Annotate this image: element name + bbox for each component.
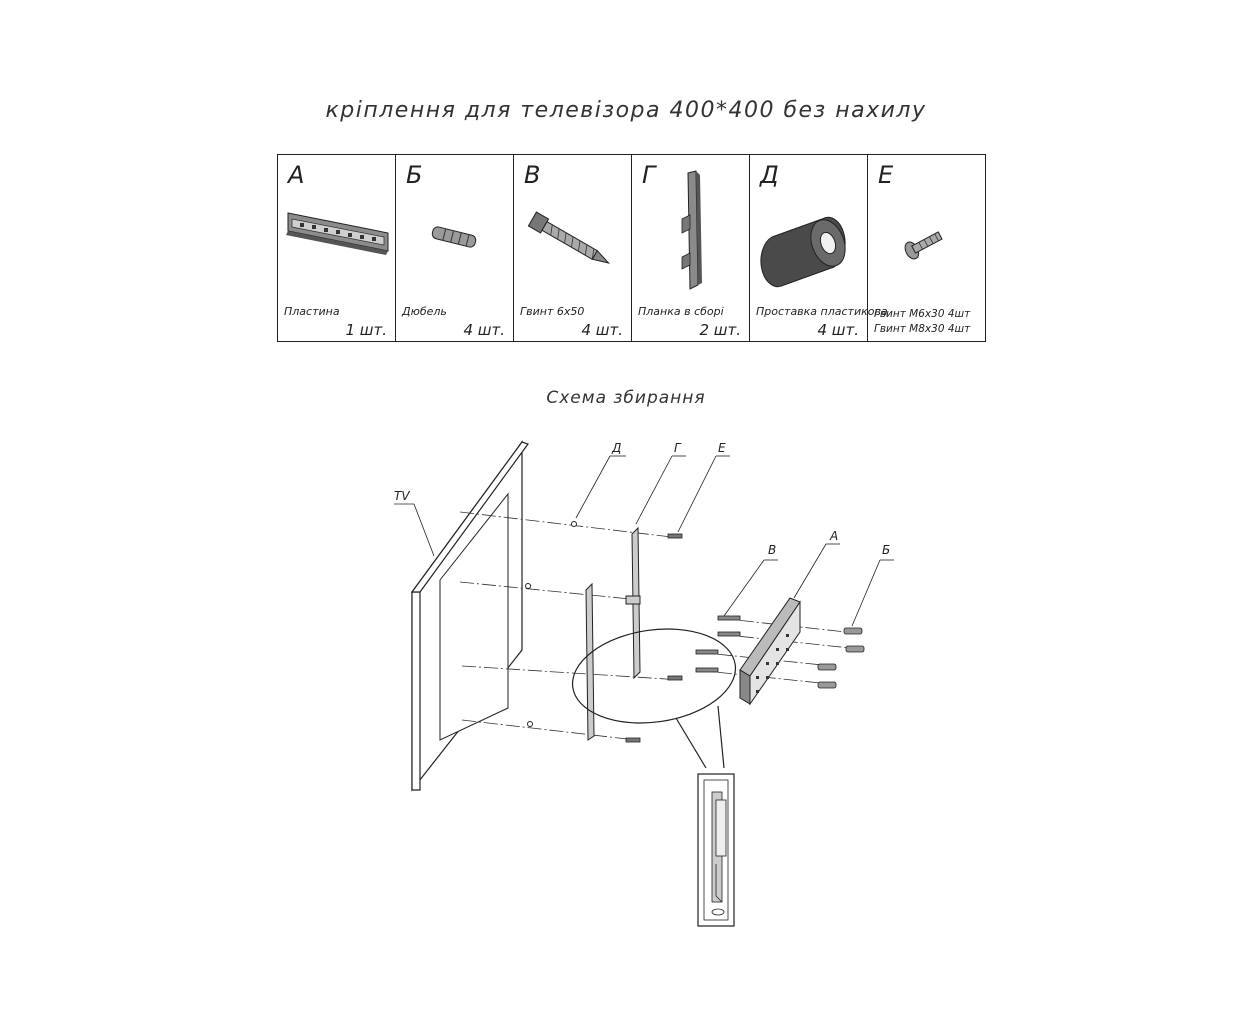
label-b: Б xyxy=(851,543,894,627)
svg-text:Е: Е xyxy=(718,441,726,455)
svg-text:Г: Г xyxy=(674,441,682,455)
part-cell-g: Г Планка в сборі 2 шт. xyxy=(632,155,750,341)
part-letter: Е xyxy=(878,161,894,189)
label-g: Г xyxy=(635,441,686,525)
assembly-diagram: TV xyxy=(394,440,894,927)
wall-plate xyxy=(739,597,801,706)
svg-text:Д: Д xyxy=(611,441,621,455)
wood-screw-illustration xyxy=(527,211,611,264)
parts-table: А Пластина 1 шт. Б Дюбель xyxy=(277,154,986,342)
svg-text:А: А xyxy=(829,529,838,543)
bolt-illustration xyxy=(904,231,943,260)
part-letter: В xyxy=(524,161,541,189)
part-name: Проставка пластикова xyxy=(756,305,888,318)
label-tv: TV xyxy=(394,489,435,557)
detail-callout xyxy=(571,628,737,927)
wood-screws xyxy=(695,615,741,673)
plate-illustration xyxy=(286,212,389,255)
svg-text:Б: Б xyxy=(882,543,890,557)
part-qty: 4 шт. xyxy=(463,321,505,339)
svg-text:TV: TV xyxy=(394,489,410,503)
part-qty: 4 шт. xyxy=(817,321,859,339)
assembly-title: Схема збирання xyxy=(546,388,706,408)
part-name-line: Гвинт М6х30 4шт xyxy=(874,308,971,320)
part-qty: 4 шт. xyxy=(581,321,623,339)
dowel-illustration xyxy=(431,226,477,248)
brackets xyxy=(585,526,641,741)
part-name: Гвинт М6х30 4шт Гвинт М8х30 4шт xyxy=(874,307,970,337)
spacer-illustration xyxy=(760,216,846,288)
part-letter: А xyxy=(288,161,305,189)
part-letter: Д xyxy=(760,161,779,189)
part-letter: Б xyxy=(406,161,423,189)
part-cell-b: Б Дюбель 4 шт. xyxy=(396,155,514,341)
part-name: Дюбель xyxy=(402,305,447,318)
tv-panel xyxy=(410,440,529,792)
label-v: В xyxy=(723,543,778,617)
part-cell-e: Е Гвинт М6х30 4шт Гвинт М8х30 4шт xyxy=(868,155,985,341)
part-letter: Г xyxy=(642,161,656,189)
document-title: кріплення для телевізора 400*400 без нах… xyxy=(325,98,927,123)
part-qty: 1 шт. xyxy=(345,321,387,339)
part-name: Гвинт 6х50 xyxy=(520,305,585,318)
part-name-line: Гвинт М8х30 4шт xyxy=(874,323,971,335)
bracket-illustration xyxy=(681,170,702,290)
svg-text:В: В xyxy=(768,543,776,557)
dowels xyxy=(817,627,865,689)
part-cell-d: Д Проставка пластикова 4 шт. xyxy=(750,155,888,341)
part-cell-a: А Пластина 1 шт. xyxy=(278,155,396,341)
label-d: Д xyxy=(575,441,626,519)
part-cell-v: В Гвинт 6х50 4 шт. xyxy=(514,155,632,341)
part-name: Пластина xyxy=(284,305,340,318)
bolts xyxy=(625,533,683,743)
label-a: А xyxy=(793,529,840,599)
part-qty: 2 шт. xyxy=(699,321,741,339)
label-e: Е xyxy=(677,441,730,533)
spacers xyxy=(525,521,577,727)
part-name: Планка в сборі xyxy=(638,305,724,318)
